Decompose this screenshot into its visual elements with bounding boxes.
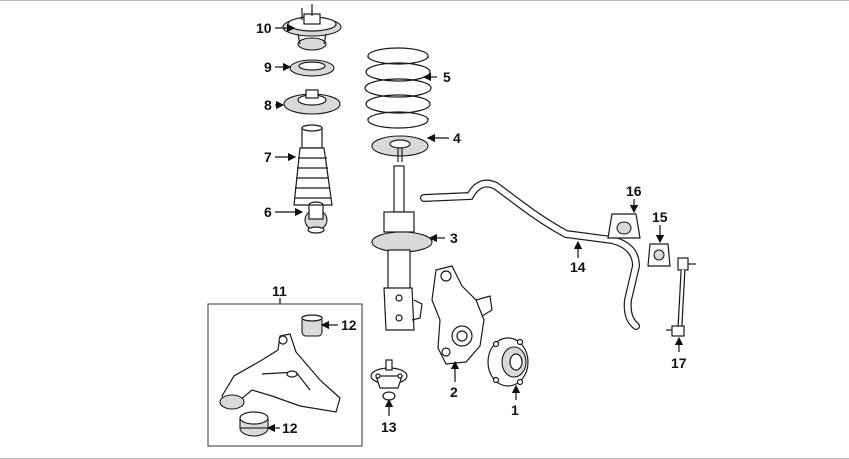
- stabilizer-link: [666, 257, 696, 337]
- steering-knuckle: [431, 265, 493, 365]
- lower-control-arm: [219, 333, 341, 413]
- ball-joint: [370, 359, 408, 401]
- lower-spring-seat: [371, 135, 429, 162]
- stabilizer-bar: [420, 179, 641, 330]
- dust-boot: [293, 124, 333, 206]
- callout-17: 17: [671, 355, 687, 371]
- stabilizer-bracket: [647, 243, 671, 267]
- callout-2: 2: [450, 384, 458, 400]
- callout-4: 4: [453, 130, 461, 146]
- callout-9: 9: [264, 59, 272, 75]
- strut-assembly: [371, 165, 433, 331]
- callout-16: 16: [626, 183, 642, 199]
- callout-8: 8: [264, 97, 272, 113]
- lower-arm-group-box: [207, 303, 363, 447]
- upper-spring-seat: [283, 89, 341, 115]
- callout-7: 7: [264, 149, 272, 165]
- callout-13: 13: [381, 419, 397, 435]
- callout-12-lower: 12: [282, 420, 298, 436]
- callout-12-upper: 12: [341, 317, 357, 333]
- stabilizer-bushing: [607, 213, 641, 239]
- coil-spring: [364, 47, 432, 129]
- callout-10: 10: [256, 20, 272, 36]
- callout-15: 15: [652, 209, 668, 225]
- callout-11: 11: [272, 283, 287, 299]
- callout-3: 3: [450, 230, 458, 246]
- wheel-hub: [487, 337, 529, 387]
- callout-6: 6: [264, 204, 272, 220]
- strut-bearing: [289, 59, 335, 77]
- callout-labels: 10 9 8 7 6 5 4 3 2 1 11 12 12 13 14 16 1…: [256, 20, 687, 436]
- callout-1: 1: [511, 402, 519, 418]
- bump-stop: [304, 201, 328, 234]
- callout-5: 5: [443, 69, 451, 85]
- bushing-upper: [301, 314, 323, 337]
- callout-14: 14: [570, 259, 586, 275]
- leader-lines: [266, 23, 684, 433]
- bushing-lower: [239, 411, 269, 437]
- strut-mount: [282, 4, 342, 51]
